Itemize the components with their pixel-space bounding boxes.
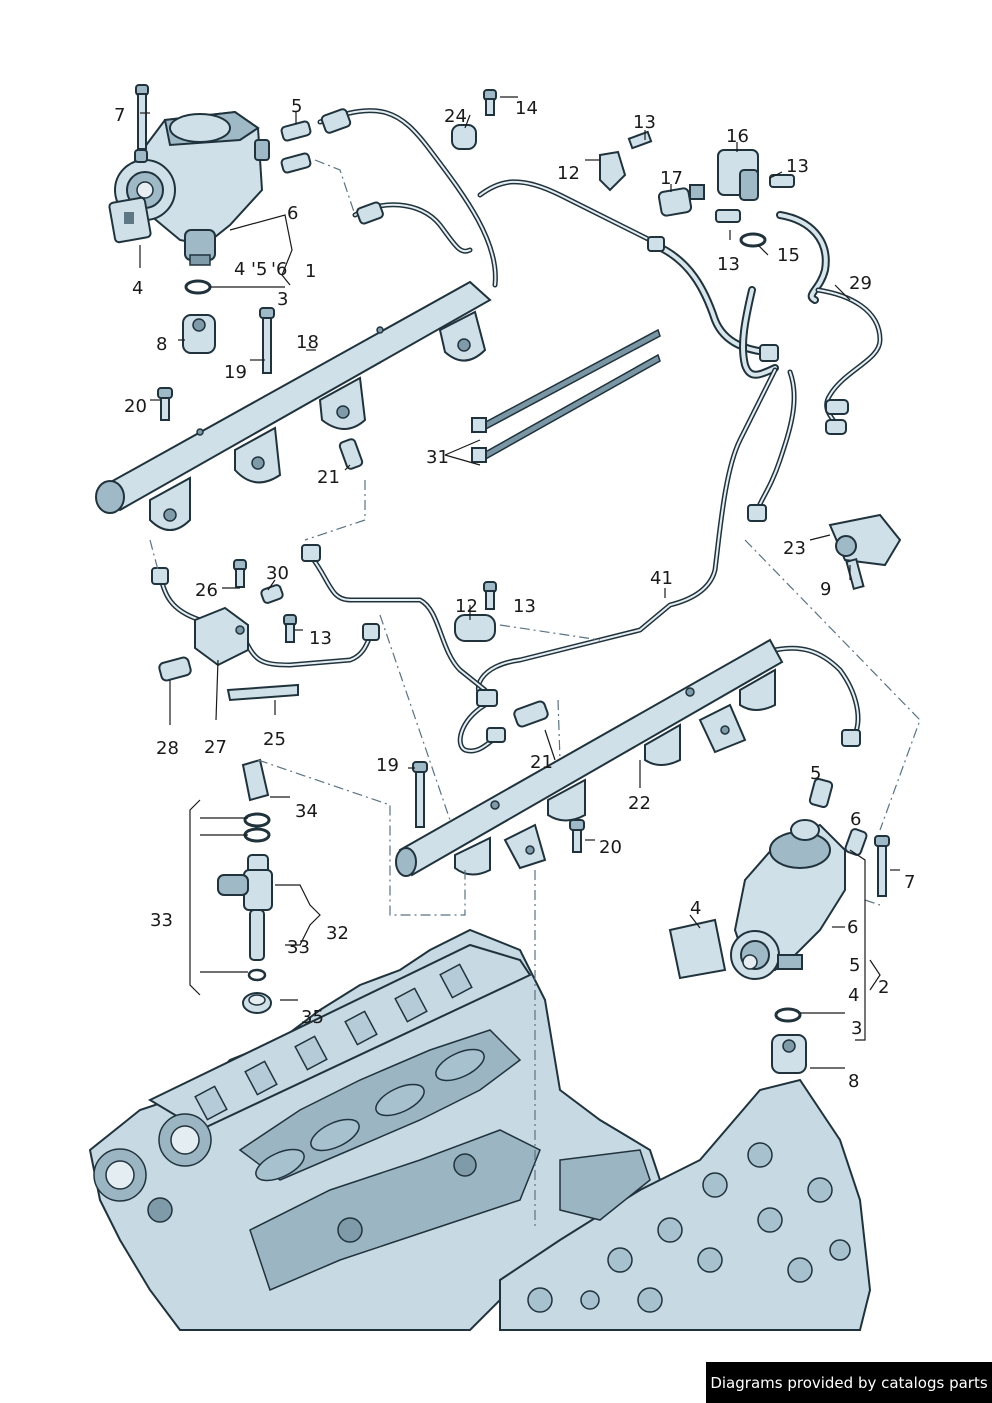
callout-18: 18: [296, 332, 319, 353]
bolt-19-upper: [259, 307, 275, 374]
callout-12: 12: [455, 596, 478, 617]
fuel-rail-18: [95, 280, 492, 531]
callout-15: 15: [777, 245, 800, 266]
callout-2: 2: [878, 977, 889, 998]
callout-35: 35: [301, 1007, 324, 1028]
callout-13: 13: [309, 628, 332, 649]
callout-3: 3: [277, 289, 288, 310]
callout-8: 8: [156, 334, 167, 355]
callout-20: 20: [599, 837, 622, 858]
callout-4: 4: [132, 278, 143, 299]
callout-leaders: [139, 96, 900, 1069]
callout-7: 7: [904, 872, 915, 893]
valve-assembly-16-17: [657, 149, 795, 248]
callout-6: 6: [850, 809, 861, 830]
callout-24: 24: [444, 106, 467, 127]
callout-6: 6: [847, 917, 858, 938]
fuel-lines-upper: [317, 108, 653, 288]
callout-numbers: 7 5 24 14 13 16 13 12 17 6 4 4 '5 '6 1 3…: [114, 96, 915, 1092]
callout-5: 5: [810, 763, 821, 784]
clip-12-top: [599, 130, 653, 192]
callout-4: 4: [690, 898, 701, 919]
bolt-20-upper: [157, 387, 173, 421]
callout-33: 33: [150, 910, 173, 931]
callout-13: 13: [513, 596, 536, 617]
callout-3: 3: [851, 1018, 862, 1039]
callout-26: 26: [195, 580, 218, 601]
callout-16: 16: [726, 126, 749, 147]
callout-41: 41: [650, 568, 673, 589]
callout-8: 8: [848, 1071, 859, 1092]
callout-5: 5: [291, 96, 302, 117]
callout-21: 21: [530, 752, 553, 773]
distributor-27: [151, 559, 380, 702]
callout-7: 7: [114, 105, 125, 126]
assembly-guide-lines: [149, 159, 921, 1230]
o-ring-3-right: [774, 1007, 802, 1023]
callout-33: 33: [287, 937, 310, 958]
roller-tappet-8-left: [182, 314, 216, 354]
callout-4: 4: [848, 985, 859, 1006]
credit-banner: Diagrams provided by catalogs parts: [706, 1362, 992, 1403]
o-ring-3-left: [184, 279, 212, 295]
callout-4: 4: [234, 259, 245, 280]
callout-20: 20: [124, 396, 147, 417]
fuel-rail-22: [395, 638, 861, 877]
callout-13: 13: [717, 254, 740, 275]
callout-6: 6: [287, 203, 298, 224]
callout-5: '5: [251, 259, 267, 280]
bolt-20-lower: [569, 819, 585, 853]
callout-9: 9: [820, 579, 831, 600]
pressure-sensor-21-upper: [338, 438, 364, 470]
bolt-7-left: [135, 84, 149, 150]
callout-14: 14: [515, 98, 538, 119]
bracket-23: [828, 513, 902, 591]
roller-tappet-8-right: [771, 1034, 807, 1074]
callout-19: 19: [376, 755, 399, 776]
fuel-line-29: [815, 287, 883, 435]
callout-12: 12: [557, 163, 580, 184]
high-pressure-pump-left: [108, 110, 270, 266]
callout-29: 29: [849, 273, 872, 294]
callout-19: 19: [224, 362, 247, 383]
pressure-sensor-21-lower: [513, 700, 549, 728]
callout-6: '6: [271, 259, 287, 280]
callout-13: 13: [786, 156, 809, 177]
fuel-hose-dotted: [647, 211, 830, 379]
callout-32: 32: [326, 923, 349, 944]
callout-27: 27: [204, 737, 227, 758]
union-5-6-left: [280, 120, 312, 174]
bolt-7-right: [874, 835, 890, 897]
engine-block-illustration: [88, 928, 872, 1331]
bolt-19-lower: [412, 761, 428, 828]
callout-31: 31: [426, 447, 449, 468]
callout-17: 17: [660, 168, 683, 189]
callout-23: 23: [783, 538, 806, 559]
bracket-24: [451, 89, 497, 150]
callout-28: 28: [156, 738, 179, 759]
callout-21: 21: [317, 467, 340, 488]
cable-ties-31: [471, 328, 661, 463]
clip-12-lower: [454, 581, 497, 642]
injector-assembly-33: [217, 758, 273, 1014]
callout-25: 25: [263, 729, 286, 750]
callout-22: 22: [628, 793, 651, 814]
high-pressure-pump-right: [668, 778, 868, 980]
callout-30: 30: [266, 563, 289, 584]
callout-34: 34: [295, 801, 318, 822]
callout-1: 1: [305, 261, 316, 282]
callout-5: 5: [849, 955, 860, 976]
fuel-line-41: [301, 367, 797, 754]
credit-text: Diagrams provided by catalogs parts: [710, 1373, 988, 1392]
callout-13: 13: [633, 112, 656, 133]
